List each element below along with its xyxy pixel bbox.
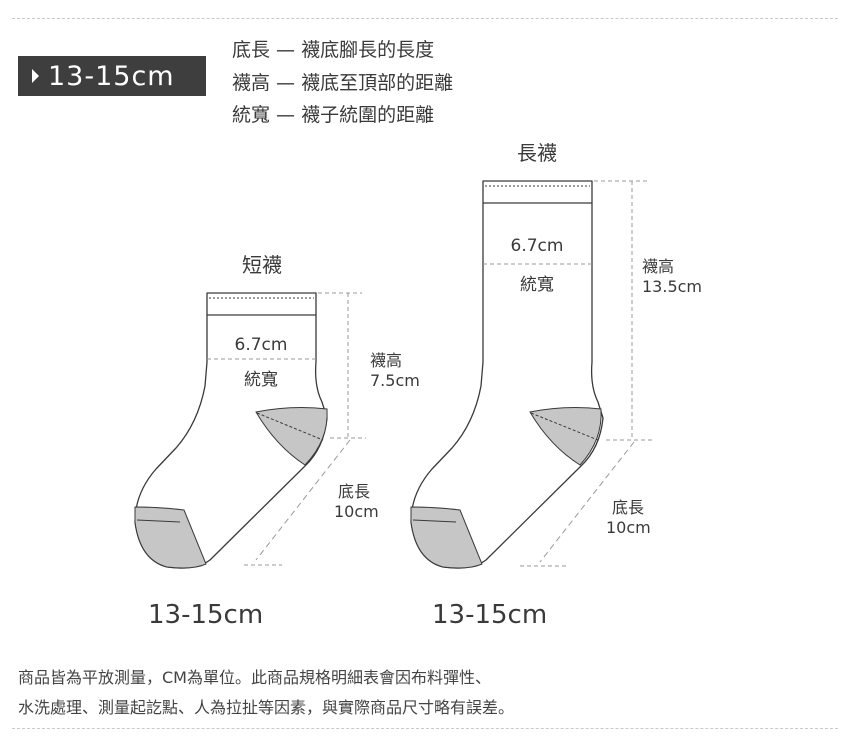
long-sock-heel (529, 407, 602, 466)
long-sock-toe (410, 506, 483, 569)
caret-right-icon (32, 69, 39, 83)
long-sock-size-label: 13-15cm (432, 600, 548, 630)
long-sock-title: 長襪 (517, 141, 557, 165)
short-sock-heel-dashline (256, 412, 324, 441)
definition-width: 統寬 — 襪子統圍的距離 (232, 104, 435, 126)
short-sock: 短襪 6.7cm 統寬 襪高 7.5cm 底長 10cm (134, 253, 420, 569)
long-sock: 長襪 6.7cm 統寬 襪高 13.5cm 底長 10cm (410, 141, 702, 569)
long-sock-width-label: 統寬 (520, 275, 554, 295)
measurement-note-line-2: 水洗處理、測量起訖點、人為拉扯等因素，與實際商品尺寸略有誤差。 (18, 698, 515, 717)
definition-length: 底長 — 襪底腳長的長度 (232, 39, 435, 61)
short-sock-length-guide (255, 439, 351, 561)
definition-height: 襪高 — 襪底至頂部的距離 (232, 71, 454, 94)
short-sock-length-value: 10cm (334, 502, 379, 521)
long-sock-toe-line (412, 519, 457, 523)
bottom-divider (12, 728, 838, 729)
long-sock-length-value: 10cm (606, 518, 651, 537)
short-sock-heel (255, 407, 328, 466)
size-badge: 13-15cm (18, 56, 206, 96)
definitions-list: 底長 — 襪底腳長的長度 襪高 — 襪底至頂部的距離 統寬 — 襪子統圍的距離 (232, 34, 453, 132)
short-sock-length-label: 底長 (338, 482, 370, 501)
size-badge-label: 13-15cm (48, 60, 175, 92)
short-sock-toe (134, 506, 207, 569)
short-sock-height-label: 襪高 (370, 351, 402, 370)
long-sock-heel-dashline (530, 412, 599, 441)
short-sock-width-value: 6.7cm (235, 335, 288, 355)
short-sock-size-label: 13-15cm (148, 600, 264, 630)
long-sock-length-label: 底長 (612, 498, 644, 517)
long-sock-height-value: 13.5cm (642, 277, 702, 296)
short-sock-width-label: 統寬 (244, 370, 278, 390)
top-divider (12, 18, 838, 19)
measurement-note-line-1: 商品皆為平放測量，CM為單位。此商品規格明細表會因布料彈性、 (18, 668, 491, 687)
short-sock-toe-line (136, 519, 181, 523)
long-sock-width-value: 6.7cm (511, 236, 564, 256)
long-sock-height-label: 襪高 (642, 257, 674, 276)
measurement-note: 商品皆為平放測量，CM為單位。此商品規格明細表會因布料彈性、 水洗處理、測量起訖… (18, 663, 514, 723)
short-sock-title: 短襪 (242, 253, 282, 277)
long-sock-length-guide (539, 441, 635, 563)
short-sock-height-value: 7.5cm (370, 371, 420, 390)
